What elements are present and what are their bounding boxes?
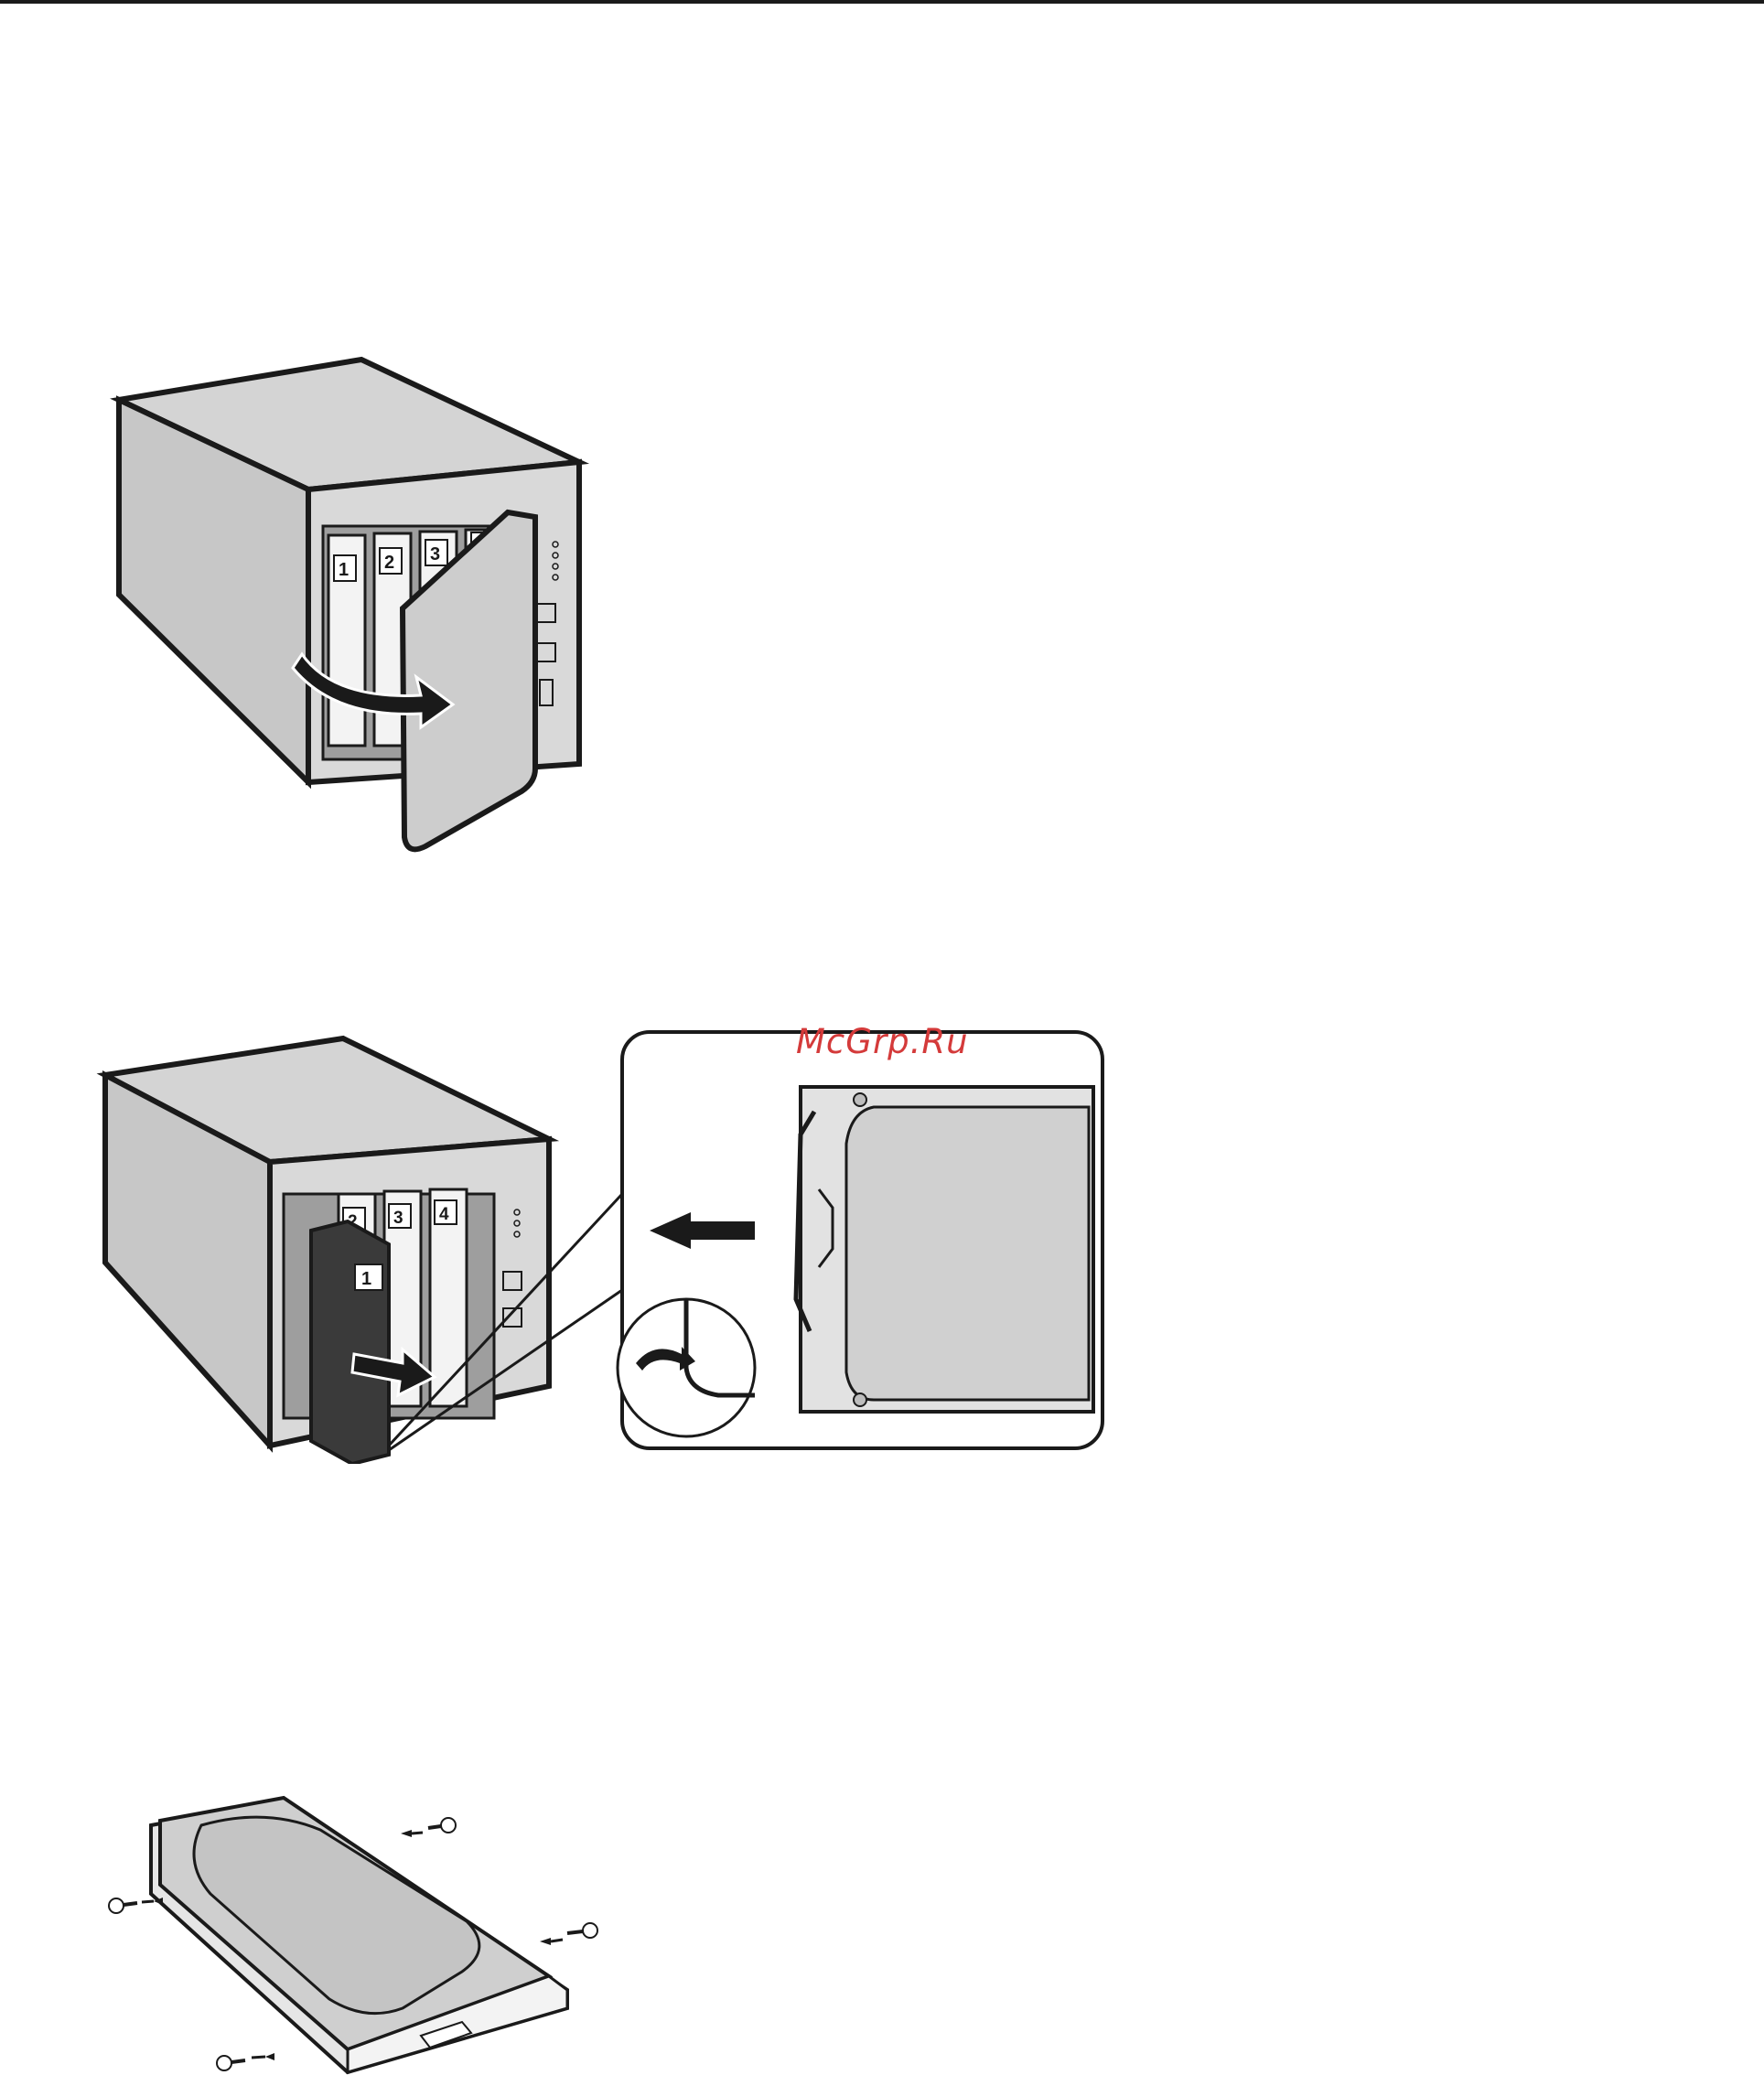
screw-icon: [217, 2056, 245, 2070]
bay-number-4: 4: [439, 1205, 449, 1224]
bay-number-2: 2: [384, 553, 394, 573]
bay-number-3: 3: [430, 544, 440, 565]
bay-number-1: 1: [339, 560, 349, 580]
drive-removal-illustration: 2 3 4 1: [96, 1025, 1112, 1464]
bay-number-1: 1: [361, 1269, 371, 1289]
watermark: McGrp.Ru: [796, 1022, 969, 1061]
disk-platter-cover: [194, 1817, 479, 2014]
bay-number-3: 3: [393, 1209, 403, 1228]
figure-remove-drive-tray: 2 3 4 1: [96, 1025, 1112, 1464]
figure-mount-drive-screws: [101, 1793, 613, 2086]
zoomed-drive-tray: [796, 1087, 1093, 1412]
drive-screws-illustration: [101, 1793, 613, 2086]
screw-icon: [428, 1818, 456, 1833]
screw-icon: [109, 1898, 137, 1913]
nas-door-illustration: 1 2 3 4: [105, 352, 595, 860]
top-rule: [0, 0, 1764, 4]
figure-open-front-door: 1 2 3 4: [105, 352, 595, 860]
screw-icon: [567, 1923, 597, 1938]
drive-tray-1-pulled: [311, 1221, 389, 1464]
